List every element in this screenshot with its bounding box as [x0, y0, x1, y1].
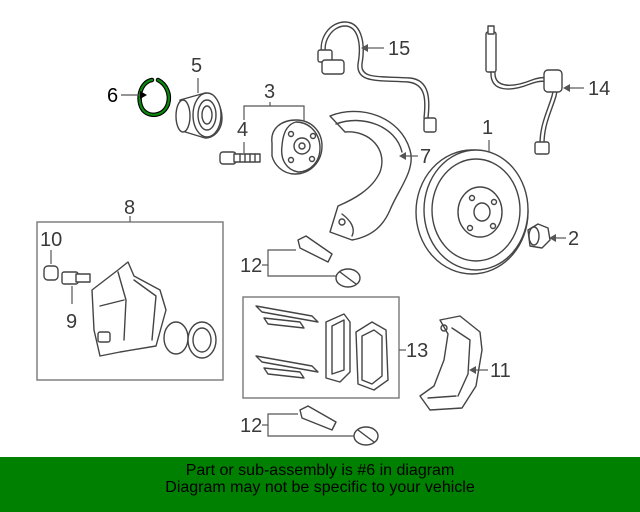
callout-5: 5: [191, 55, 202, 93]
callout-4: 4: [237, 119, 248, 153]
callout-1-label: 1: [482, 117, 493, 139]
banner-line-1: Part or sub-assembly is #6 in diagram: [185, 462, 455, 479]
part-12-guide-pins-upper[interactable]: [297, 235, 361, 288]
callout-4-label: 4: [237, 119, 248, 141]
callout-9: 9: [66, 286, 77, 333]
part-11-caliper-bracket[interactable]: [419, 315, 483, 411]
callout-2: 2: [549, 228, 579, 250]
callout-13-label: 13: [406, 340, 428, 362]
part-15-abs-sensor-wire[interactable]: [317, 21, 437, 133]
callout-7: 7: [399, 146, 431, 168]
callout-11: 11: [469, 360, 511, 382]
callout-7-label: 7: [420, 146, 431, 168]
callout-13: 13: [399, 340, 428, 362]
callout-1: 1: [482, 117, 493, 152]
brake-pads-box: [242, 296, 400, 399]
callout-12-lower: 12: [240, 413, 354, 437]
callout-12-lower-label: 12: [240, 415, 262, 437]
callout-8: 8: [124, 197, 135, 222]
part-2-lug-nut[interactable]: [527, 223, 551, 249]
part-piston-boot[interactable]: [187, 321, 217, 359]
callout-5-label: 5: [191, 55, 202, 77]
callout-14-label: 14: [588, 78, 610, 100]
callout-10: 10: [40, 229, 62, 264]
callout-3-label: 3: [264, 81, 275, 103]
part-3-hub[interactable]: [271, 119, 323, 175]
part-14-brake-hose[interactable]: [485, 25, 563, 155]
callout-3: 3: [243, 81, 305, 121]
callout-12-upper: 12: [240, 249, 336, 277]
info-banner: Part or sub-assembly is #6 in diagram Di…: [0, 457, 640, 512]
part-1-brake-rotor[interactable]: [415, 149, 529, 275]
callout-15: 15: [361, 38, 410, 60]
part-7-splash-shield[interactable]: [329, 110, 412, 241]
banner-line-2: Diagram may not be specific to your vehi…: [165, 479, 475, 496]
part-6-retaining-ring[interactable]: [137, 77, 172, 118]
callout-2-label: 2: [568, 228, 579, 250]
callout-12-upper-label: 12: [240, 255, 262, 277]
callout-9-label: 9: [66, 311, 77, 333]
part-piston-seal[interactable]: [163, 321, 189, 355]
callout-14: 14: [563, 78, 610, 100]
part-13-brake-pads[interactable]: [255, 305, 389, 391]
part-5-wheel-bearing[interactable]: [175, 92, 223, 139]
parts-diagram: 6 5 3 4: [36, 21, 610, 446]
part-4-wheel-stud[interactable]: [219, 151, 261, 165]
callout-10-label: 10: [40, 229, 62, 251]
part-10-bleeder-cap[interactable]: [43, 265, 59, 281]
callout-8-label: 8: [124, 197, 135, 219]
callout-11-label: 11: [490, 360, 511, 382]
part-9-bleeder-screw[interactable]: [61, 271, 91, 285]
callout-6-label: 6: [107, 85, 118, 107]
callout-15-label: 15: [388, 38, 410, 60]
part-12-guide-pins-lower[interactable]: [299, 405, 379, 446]
part-caliper-body[interactable]: [91, 261, 167, 357]
callout-6: 6: [107, 85, 147, 107]
